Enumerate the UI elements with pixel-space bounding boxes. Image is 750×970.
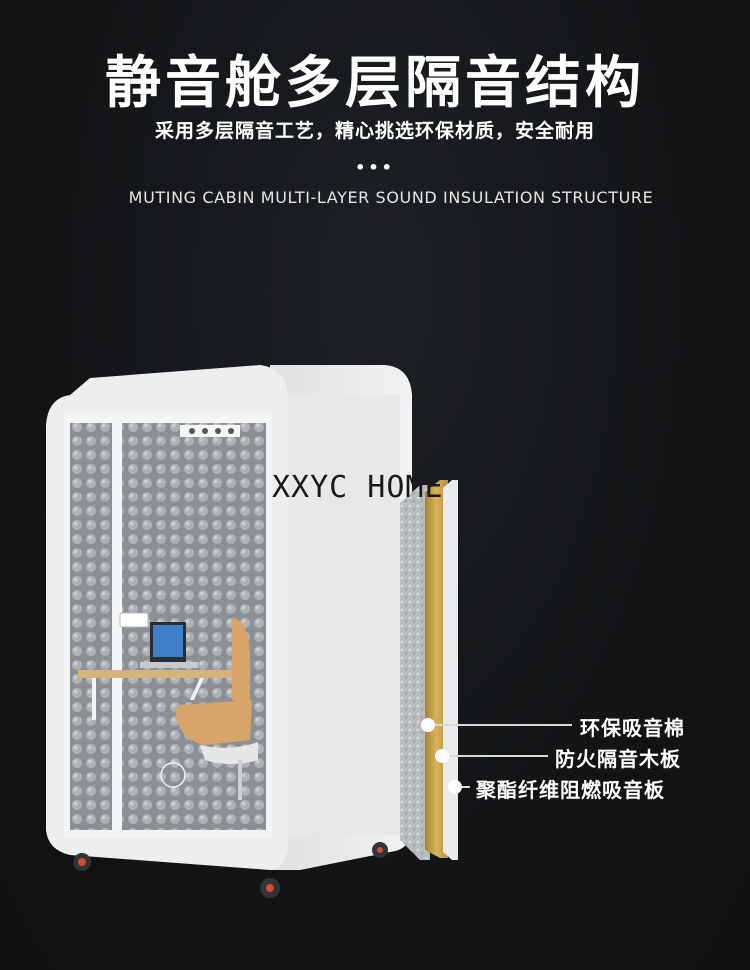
fireproof-wood-layer bbox=[425, 480, 448, 858]
eco-cotton-layer bbox=[400, 485, 430, 860]
muting-cabin-illustration bbox=[46, 365, 572, 898]
layer-label-eco-cotton: 环保吸音棉 bbox=[580, 716, 685, 740]
english-title: MUTING CABIN MULTI-LAYER SOUND INSULATIO… bbox=[128, 188, 654, 207]
page-subtitle: 采用多层隔音工艺，精心挑选环保材质，安全耐用 bbox=[154, 120, 595, 142]
layer-label-polyester-panel: 聚酯纤维阻燃吸音板 bbox=[476, 778, 665, 802]
page-title: 静音舱多层隔音结构 bbox=[105, 51, 645, 116]
layer-label-fireproof-wood: 防火隔音木板 bbox=[555, 747, 681, 771]
polyester-panel-layer bbox=[443, 480, 458, 860]
divider-dots: ••• bbox=[355, 158, 395, 177]
watermark-text: XXYC HOME bbox=[272, 470, 444, 505]
